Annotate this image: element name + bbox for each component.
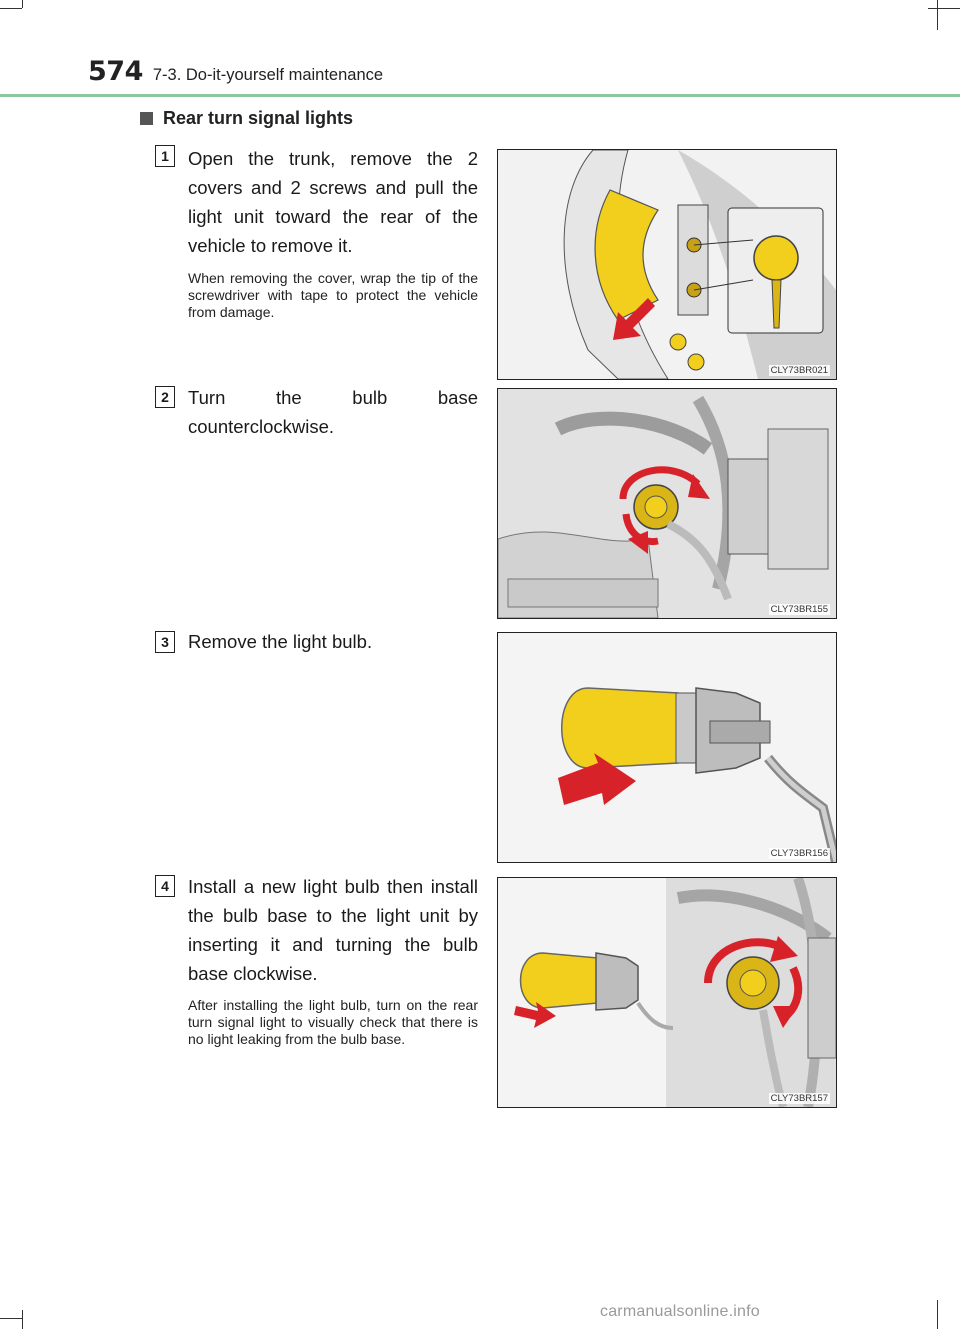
bulb-base-counterclockwise-illustration	[498, 389, 836, 618]
step-number-badge: 3	[155, 631, 175, 653]
crop-mark	[0, 8, 22, 9]
step-figure: CLY73BR157	[497, 877, 837, 1108]
header-rule	[0, 94, 960, 97]
crop-mark	[0, 1318, 22, 1319]
step-number-badge: 2	[155, 386, 175, 408]
crop-mark	[928, 8, 960, 9]
crop-mark	[22, 0, 23, 8]
figure-code: CLY73BR021	[768, 365, 830, 376]
step-figure: CLY73BR021	[497, 149, 837, 380]
crop-mark	[937, 1300, 938, 1329]
section-title: 7-3. Do-it-yourself maintenance	[152, 66, 384, 84]
figure-code: CLY73BR156	[768, 848, 830, 859]
step-instruction: Install a new light bulb then install th…	[188, 876, 478, 984]
page-header: 574 7-3. Do-it-yourself maintenance	[88, 56, 383, 87]
step-figure: CLY73BR155	[497, 388, 837, 619]
bulb-install-clockwise-illustration	[498, 878, 836, 1107]
figure-code: CLY73BR157	[768, 1093, 830, 1104]
step-instruction: Turn the bulb base counterclockwise.	[188, 387, 478, 437]
step-number-badge: 4	[155, 875, 175, 897]
subheading: Rear turn signal lights	[140, 108, 353, 129]
subheading-text: Rear turn signal lights	[163, 108, 354, 128]
step-number-badge: 1	[155, 145, 175, 167]
figure-code: CLY73BR155	[768, 604, 830, 615]
step-instruction: Open the trunk, remove the 2 covers and …	[188, 148, 478, 256]
crop-mark	[937, 0, 938, 30]
step-note: After installing the light bulb, turn on…	[188, 997, 478, 1047]
step-note: When removing the cover, wrap the tip of…	[188, 270, 478, 320]
square-bullet-icon	[140, 112, 153, 125]
crop-mark	[22, 1310, 23, 1329]
watermark: carmanualsonline.info	[600, 1303, 760, 1320]
page-number: 574	[88, 56, 143, 87]
step-figure: CLY73BR156	[497, 632, 837, 863]
step-instruction: Remove the light bulb.	[188, 631, 373, 652]
light-unit-removal-illustration	[498, 150, 836, 379]
bulb-removal-illustration	[498, 633, 836, 862]
